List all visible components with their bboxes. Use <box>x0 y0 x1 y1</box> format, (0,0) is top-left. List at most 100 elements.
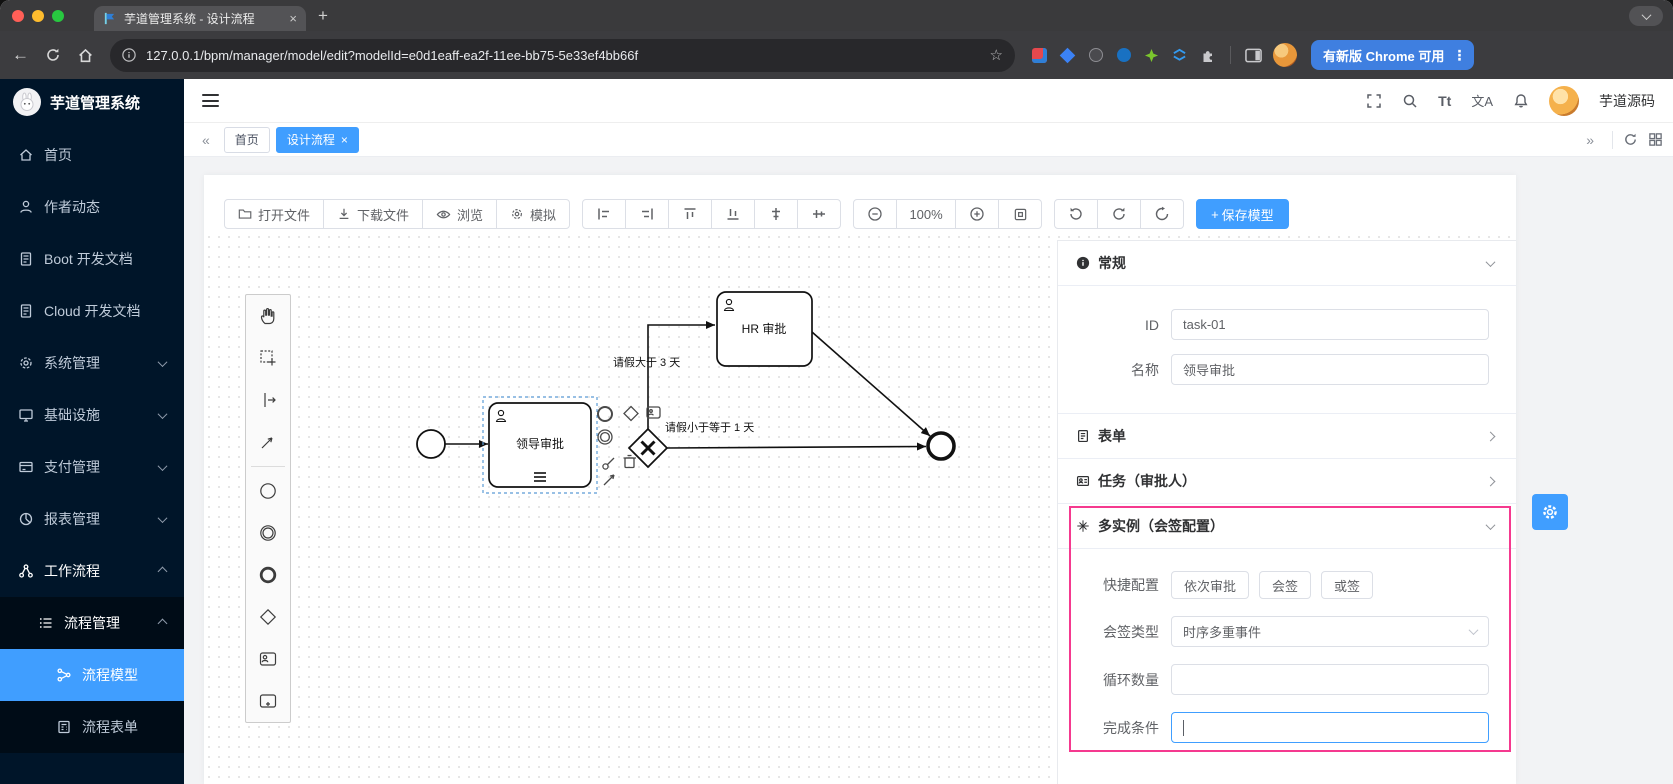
browser-tab[interactable]: 芋道管理系统 - 设计流程 × <box>94 6 306 31</box>
simulate-button[interactable]: 模拟 <box>496 199 571 229</box>
sidebar-item-cloud-docs[interactable]: Cloud 开发文档 <box>0 285 184 337</box>
sidebar-item-process-form[interactable]: 流程表单 <box>0 701 184 753</box>
tags-layout-grid-icon[interactable] <box>1648 132 1663 147</box>
sidebar-item-payment[interactable]: 支付管理 <box>0 441 184 493</box>
align-right-button[interactable] <box>625 199 670 229</box>
url-text[interactable]: 127.0.0.1/bpm/manager/model/edit?modelId… <box>146 47 639 63</box>
open-file-button[interactable]: 打开文件 <box>224 199 325 229</box>
extension-icon-1[interactable] <box>1031 47 1048 64</box>
create-gateway[interactable] <box>246 596 290 638</box>
pad-append-intermediate-icon[interactable] <box>597 429 613 445</box>
pad-trash-icon[interactable] <box>623 454 637 469</box>
exclusive-gateway-node[interactable] <box>627 427 669 469</box>
flow-gateway-to-end[interactable] <box>666 442 927 451</box>
flow-label-lte-1-day[interactable]: 请假小于等于 1 天 <box>665 420 754 434</box>
extension-icon-4[interactable] <box>1115 47 1132 64</box>
undo-button[interactable] <box>1054 199 1099 229</box>
fullscreen-button[interactable] <box>1366 93 1382 109</box>
leader-approve-task-node[interactable]: 领导审批 <box>488 402 592 488</box>
end-event-node[interactable] <box>926 431 956 461</box>
extension-icon-3[interactable] <box>1087 47 1104 64</box>
create-end-event[interactable] <box>246 554 290 596</box>
sidebar-item-process-model[interactable]: 流程模型 <box>0 649 184 701</box>
zoom-reset-button[interactable] <box>998 199 1043 229</box>
language-button[interactable]: 文A <box>1471 94 1493 109</box>
create-user-task[interactable] <box>246 638 290 680</box>
window-close-button[interactable] <box>12 9 24 22</box>
zoom-in-button[interactable] <box>955 199 1000 229</box>
notification-bell-icon[interactable] <box>1513 93 1529 109</box>
tag-home[interactable]: 首页 <box>223 126 270 153</box>
pad-wrench-icon[interactable] <box>602 457 615 470</box>
tags-refresh-icon[interactable] <box>1623 132 1638 147</box>
preview-button[interactable]: 浏览 <box>422 199 498 229</box>
font-size-button[interactable]: Tt <box>1438 92 1452 109</box>
align-left-button[interactable] <box>582 199 627 229</box>
start-event-node[interactable] <box>416 429 446 459</box>
save-model-button[interactable]: + 保存模型 <box>1196 199 1289 229</box>
create-subprocess[interactable] <box>246 680 290 722</box>
loop-count-input[interactable] <box>1171 664 1489 695</box>
settings-gear-button[interactable] <box>1532 494 1568 530</box>
reload-button[interactable] <box>45 47 61 63</box>
create-start-event[interactable] <box>246 470 290 512</box>
section-task-header[interactable]: 任务（审批人） <box>1058 459 1516 504</box>
site-info-icon[interactable] <box>122 48 136 62</box>
tab-close-icon[interactable]: × <box>289 11 297 26</box>
global-connect-tool[interactable] <box>246 421 290 463</box>
extension-icon-2[interactable] <box>1059 47 1076 64</box>
tag-design-process[interactable]: 设计流程 × <box>275 126 359 153</box>
browser-menu-kebab-icon[interactable]: ⋮ <box>1452 46 1467 63</box>
sidebar-item-process-manage[interactable]: 流程管理 <box>0 597 184 649</box>
sidebar-item-infra[interactable]: 基础设施 <box>0 389 184 441</box>
align-top-button[interactable] <box>668 199 713 229</box>
pad-connect-icon[interactable] <box>603 474 615 486</box>
window-zoom-button[interactable] <box>52 9 64 22</box>
quick-option-sequential[interactable]: 依次审批 <box>1171 571 1250 599</box>
pad-append-end-event-icon[interactable] <box>597 406 613 422</box>
completion-condition-input[interactable] <box>1171 712 1489 743</box>
countersign-type-select[interactable]: 时序多重事件 <box>1171 616 1489 647</box>
extensions-puzzle-icon[interactable] <box>1199 47 1216 64</box>
extension-icon-5[interactable] <box>1143 47 1160 64</box>
align-middle-button[interactable] <box>797 199 842 229</box>
side-panel-icon[interactable] <box>1245 47 1262 64</box>
hr-approve-task-node[interactable]: HR 审批 <box>716 291 813 367</box>
flow-hr-to-end[interactable] <box>811 331 931 437</box>
url-omnibox[interactable]: 127.0.0.1/bpm/manager/model/edit?modelId… <box>110 38 1015 72</box>
home-button[interactable] <box>77 47 94 64</box>
new-tab-button[interactable]: + <box>318 6 328 25</box>
tag-close-icon[interactable]: × <box>340 132 348 147</box>
user-avatar[interactable] <box>1549 85 1579 116</box>
id-field-input[interactable] <box>1171 309 1489 340</box>
extension-icon-6[interactable] <box>1171 47 1188 64</box>
tab-search-button[interactable] <box>1629 6 1663 26</box>
sidebar-item-workflow[interactable]: 工作流程 <box>0 545 184 597</box>
user-name[interactable]: 芋道源码 <box>1599 92 1655 109</box>
window-minimize-button[interactable] <box>32 9 44 22</box>
pad-append-task-icon[interactable] <box>646 406 661 419</box>
name-field-input[interactable] <box>1171 354 1489 385</box>
flow-label-gt-3-days[interactable]: 请假大于 3 天 <box>613 355 680 369</box>
lasso-tool[interactable] <box>246 337 290 379</box>
zoom-out-button[interactable] <box>853 199 898 229</box>
browser-profile-avatar[interactable] <box>1273 43 1297 67</box>
sidebar-item-home[interactable]: 首页 <box>0 129 184 181</box>
tags-scroll-right-icon[interactable]: » <box>1586 131 1594 148</box>
app-logo[interactable]: 芋道管理系统 <box>0 79 184 125</box>
quick-option-or-sign[interactable]: 或签 <box>1321 571 1374 599</box>
search-icon[interactable] <box>1402 93 1418 109</box>
align-center-button[interactable] <box>754 199 799 229</box>
sidebar-item-system[interactable]: 系统管理 <box>0 337 184 389</box>
section-general-header[interactable]: 常规 <box>1058 241 1516 286</box>
sidebar-item-author[interactable]: 作者动态 <box>0 181 184 233</box>
create-intermediate-event[interactable] <box>246 512 290 554</box>
sidebar-collapse-button[interactable] <box>202 94 219 107</box>
back-button[interactable]: ← <box>12 45 29 64</box>
align-bottom-button[interactable] <box>711 199 756 229</box>
sidebar-item-report[interactable]: 报表管理 <box>0 493 184 545</box>
sidebar-item-boot-docs[interactable]: Boot 开发文档 <box>0 233 184 285</box>
space-tool[interactable] <box>246 379 290 421</box>
chrome-update-button[interactable]: 有新版 Chrome 可用 ⋮ <box>1311 40 1475 70</box>
download-file-button[interactable]: 下载文件 <box>323 199 424 229</box>
